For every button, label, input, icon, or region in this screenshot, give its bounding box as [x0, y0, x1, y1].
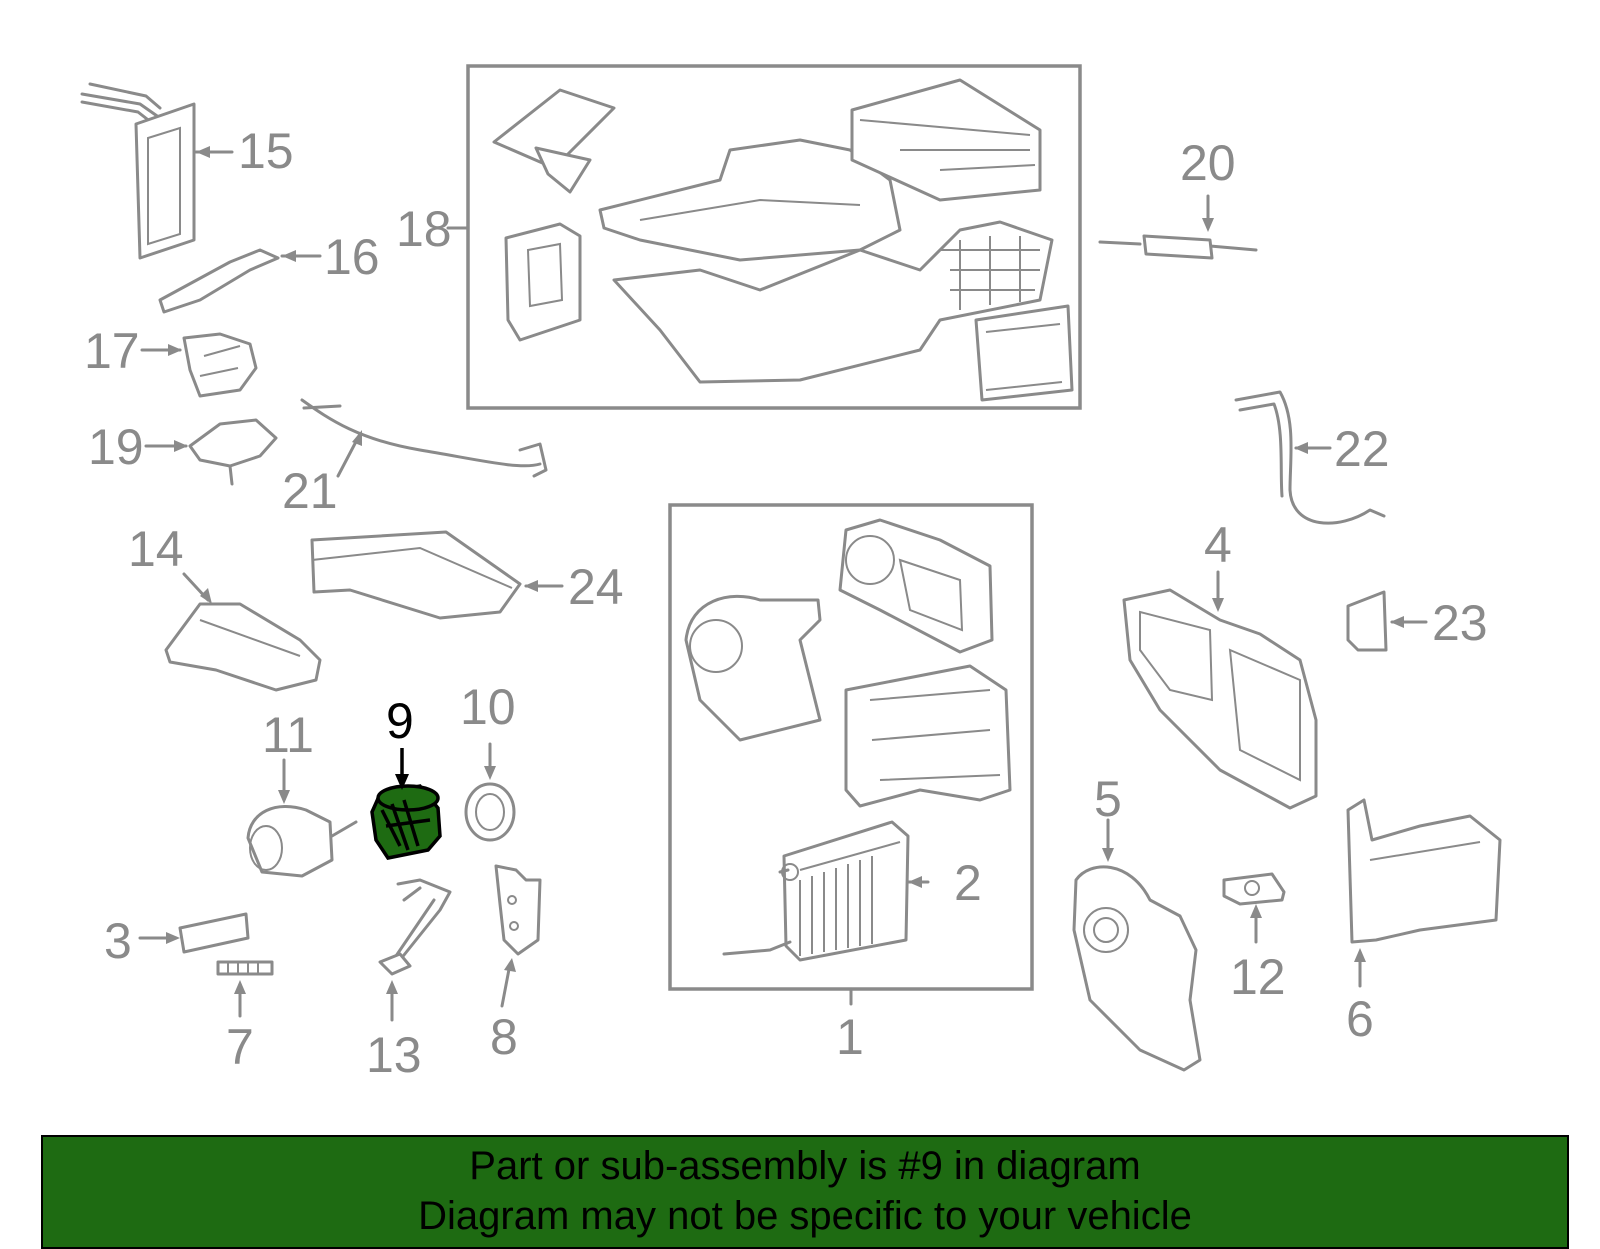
- label-15: 15: [238, 123, 294, 179]
- label-3: 3: [104, 913, 132, 969]
- part-15-heater-core[interactable]: [80, 82, 196, 260]
- label-16: 16: [324, 229, 380, 285]
- part-3-resistor[interactable]: [178, 912, 250, 954]
- part-21-harness[interactable]: [300, 398, 548, 478]
- part-17-actuator[interactable]: [182, 332, 258, 398]
- label-19: 19: [88, 419, 144, 475]
- label-21: 21: [282, 463, 338, 519]
- part-18-case[interactable]: [492, 78, 1074, 402]
- label-14: 14: [128, 521, 184, 577]
- info-banner: Part or sub-assembly is #9 in diagram Di…: [41, 1135, 1569, 1249]
- label-17: 17: [84, 323, 140, 379]
- part-4-case-half[interactable]: [1122, 588, 1318, 810]
- banner-line-2: Diagram may not be specific to your vehi…: [418, 1194, 1192, 1238]
- label-18: 18: [396, 201, 452, 257]
- part-10-seal[interactable]: [464, 782, 516, 842]
- label-11: 11: [262, 707, 314, 763]
- label-9: 9: [386, 693, 414, 749]
- part-16-bracket[interactable]: [158, 248, 280, 314]
- part-7-fastener[interactable]: [216, 960, 274, 976]
- part-9-blower-wheel[interactable]: [370, 784, 442, 860]
- label-12: 12: [1230, 949, 1286, 1005]
- label-5: 5: [1094, 771, 1122, 827]
- part-12-bracket[interactable]: [1222, 872, 1286, 906]
- label-22: 22: [1334, 421, 1390, 477]
- part-8-bracket[interactable]: [494, 864, 542, 956]
- part-1-case-halves[interactable]: [684, 518, 1012, 808]
- label-7: 7: [226, 1019, 254, 1075]
- label-2: 2: [954, 855, 982, 911]
- label-8: 8: [490, 1009, 518, 1065]
- banner-line-1: Part or sub-assembly is #9 in diagram: [469, 1144, 1141, 1188]
- label-20: 20: [1180, 135, 1236, 191]
- label-13: 13: [366, 1027, 422, 1083]
- part-13-strap[interactable]: [378, 878, 452, 976]
- parts-diagram: 18 2 1 15 16 17: [80, 64, 1502, 1083]
- part-2-evaporator[interactable]: [722, 820, 910, 962]
- part-20-valve[interactable]: [1098, 234, 1258, 260]
- part-23-clip[interactable]: [1346, 590, 1388, 652]
- part-22-drain-hose[interactable]: [1234, 390, 1386, 525]
- label-23: 23: [1432, 595, 1488, 651]
- label-1: 1: [836, 1009, 864, 1065]
- part-11-blower-motor[interactable]: [246, 805, 358, 878]
- label-4: 4: [1204, 517, 1232, 573]
- label-10: 10: [460, 679, 516, 735]
- label-24: 24: [568, 559, 624, 615]
- part-5-blower-scroll[interactable]: [1072, 865, 1202, 1072]
- part-14-duct[interactable]: [164, 602, 322, 692]
- label-6: 6: [1346, 991, 1374, 1047]
- part-6-bracket[interactable]: [1346, 798, 1502, 944]
- part-24-duct[interactable]: [310, 530, 522, 620]
- part-19-actuator[interactable]: [188, 418, 278, 486]
